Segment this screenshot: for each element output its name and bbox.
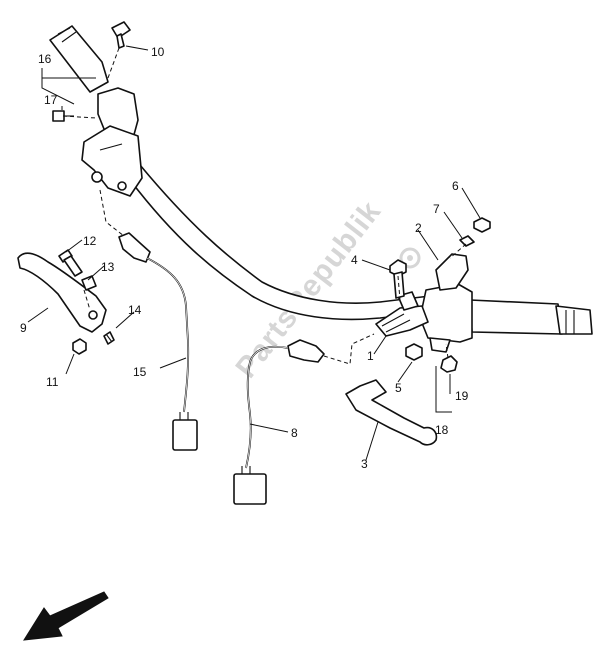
right-switch-housing [419, 253, 473, 353]
callout-16: 16 [38, 52, 52, 66]
callout-14: 14 [128, 303, 142, 317]
clutch-lever-9 [17, 252, 107, 333]
callout-10: 10 [151, 45, 165, 59]
callout-8: 8 [291, 426, 298, 440]
leader-lines [27, 45, 481, 461]
lever-nut-11 [72, 338, 87, 355]
partsrepublik-gear-logo-icon [399, 247, 421, 269]
left-grip [49, 25, 109, 93]
holder-nut-5 [405, 343, 423, 361]
lever-bushing-13 [81, 275, 97, 291]
switch-screw-10 [111, 21, 131, 49]
callout-7: 7 [433, 202, 440, 216]
callout-6: 6 [452, 179, 459, 193]
assembly-lines [62, 47, 467, 365]
switch-screw-19 [440, 355, 458, 373]
handlebar [129, 164, 431, 321]
callout-13: 13 [101, 260, 115, 274]
callout-17: 17 [44, 93, 58, 107]
callout-18: 18 [435, 423, 449, 437]
callout-5: 5 [395, 381, 402, 395]
switch-screw-6 [473, 217, 491, 233]
switch-screw-7 [459, 235, 475, 247]
callout-15: 15 [133, 365, 147, 379]
callout-11: 11 [46, 375, 59, 389]
brake-lever-3 [345, 379, 438, 446]
callout-9: 9 [20, 321, 27, 335]
left-switch-housing [81, 87, 143, 197]
front-direction-arrow-icon [23, 591, 109, 641]
callout-4: 4 [351, 253, 358, 267]
callout-1: 1 [367, 349, 374, 363]
clutch-switch-15 [118, 232, 198, 451]
lever-bolt-12 [58, 249, 83, 277]
lever-screw-14 [103, 331, 115, 345]
right-grip [469, 299, 593, 335]
callout-2: 2 [415, 221, 422, 235]
brake-switch-8 [233, 339, 325, 505]
callout-3: 3 [361, 457, 368, 471]
callout-19: 19 [455, 389, 469, 403]
callout-12: 12 [83, 234, 97, 248]
callouts: 1 2 3 4 5 6 7 8 9 10 11 12 13 14 15 16 1… [20, 45, 469, 471]
